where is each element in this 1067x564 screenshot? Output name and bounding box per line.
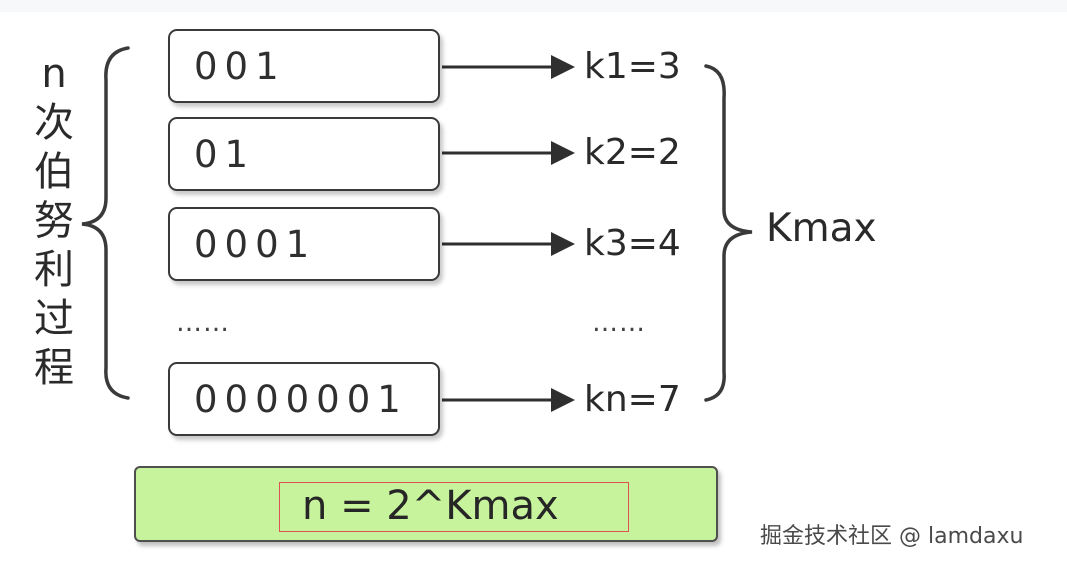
- ellipsis-right: ……: [592, 308, 646, 338]
- top-strip: [0, 0, 1067, 12]
- kmax-label: Kmax: [766, 206, 877, 251]
- k-label-1: k1=3: [584, 46, 681, 87]
- sequence-box-2: 01: [168, 117, 440, 191]
- k-label-2: k2=2: [584, 132, 681, 173]
- sequence-text: 0000001: [194, 377, 408, 421]
- left-brace: [81, 46, 130, 400]
- watermark-text: 掘金技术社区 @ lamdaxu: [760, 524, 1024, 549]
- sequence-text: 01: [194, 132, 256, 176]
- formula-text: n = 2^Kmax: [302, 483, 559, 529]
- right-brace: [704, 64, 753, 402]
- sequence-box-3: 0001: [168, 207, 440, 281]
- formula-highlight: n = 2^Kmax: [279, 482, 629, 532]
- sequence-box-n: 0000001: [168, 362, 440, 436]
- ellipsis-left: ……: [176, 308, 230, 338]
- sequence-text: 001: [194, 44, 286, 88]
- sequence-box-1: 001: [168, 29, 440, 103]
- k-label-n: kn=7: [584, 379, 681, 420]
- formula-box: n = 2^Kmax: [134, 466, 718, 542]
- bernoulli-process-label: n 次 伯 努 利 过 程: [34, 51, 74, 391]
- sequence-text: 0001: [194, 222, 317, 266]
- k-label-3: k3=4: [584, 223, 681, 264]
